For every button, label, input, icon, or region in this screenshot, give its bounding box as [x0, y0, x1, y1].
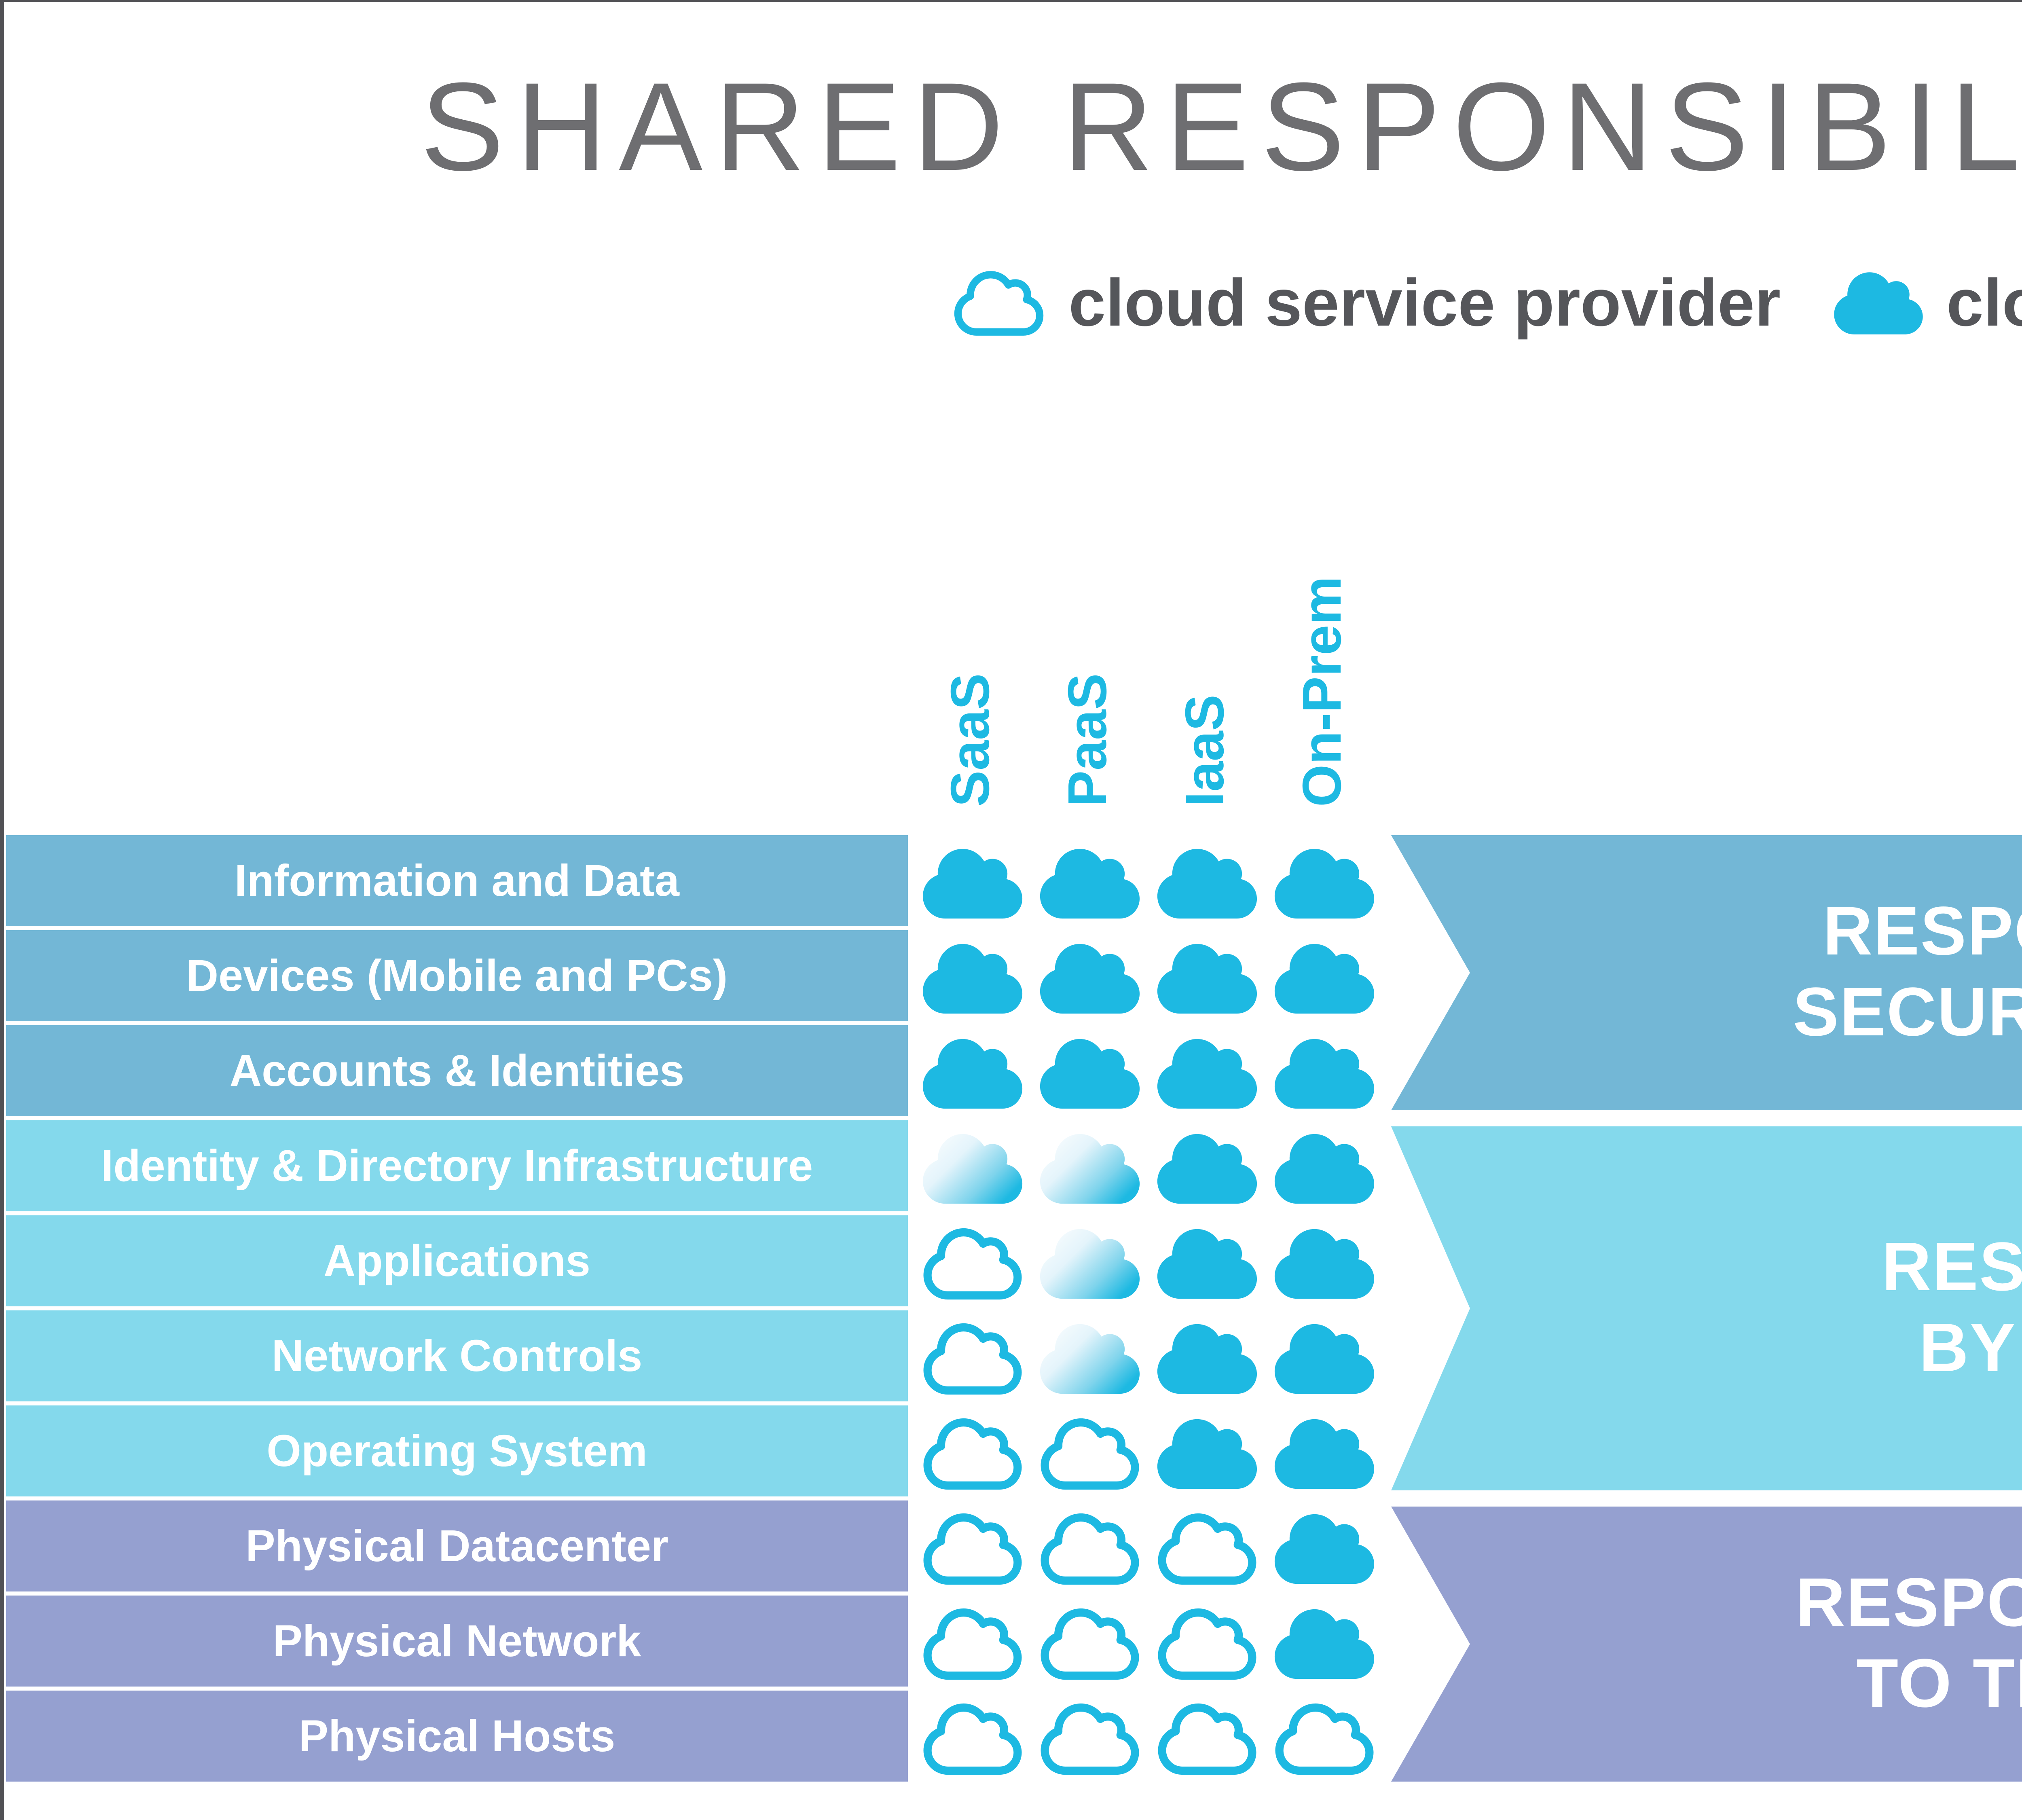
cloud-filled-icon [1148, 1120, 1266, 1215]
cloud-outline-icon [1031, 1500, 1148, 1596]
column-header-paas: PaaS [1058, 673, 1118, 807]
cloud-gradient-icon [914, 1120, 1031, 1215]
row-label-identity-directory: Identity & Directory Infrastructure [6, 1120, 908, 1211]
cloud-filled-icon [1148, 835, 1266, 930]
cloud-outline-icon [914, 1500, 1031, 1596]
band-text: RESPONSIBILITY TRANSFERS [1796, 1565, 2022, 1642]
cloud-filled-icon [1148, 1405, 1266, 1500]
row-label-physical-datacenter: Physical Datacenter [6, 1500, 908, 1591]
band-varies-responsibility: RESPONSIBILITY VARIES BY THE SERVICE TYP… [1391, 1126, 2022, 1490]
band-text: RESPONSIBILITY IS ALWAYS [1823, 894, 2022, 971]
cloud-filled-icon [914, 1025, 1031, 1120]
band-text: RESPONSIBILITY VARIES [1882, 1230, 2022, 1306]
cloud-filled-icon [1031, 835, 1148, 930]
column-header-iaas: IaaS [1175, 694, 1235, 807]
row-label-operating-system: Operating System [6, 1405, 908, 1496]
cloud-filled-icon [1031, 930, 1148, 1025]
cloud-outline-icon [1266, 1691, 1383, 1786]
cloud-grid [914, 835, 1383, 1786]
cloud-filled-icon [1266, 1120, 1383, 1215]
cloud-filled-icon [1266, 1215, 1383, 1310]
band-text: SECURED BY THE CUSTOMER [1793, 975, 2022, 1052]
cloud-filled-icon [1266, 1500, 1383, 1596]
cloud-outline-icon [914, 1310, 1031, 1405]
cloud-filled-icon [1148, 1310, 1266, 1405]
cloud-filled-icon [1266, 1596, 1383, 1691]
cloud-outline-icon [914, 1691, 1031, 1786]
image-top-border [0, 0, 2022, 2]
cloud-outline-icon [1031, 1596, 1148, 1691]
row-label-information-and-data: Information and Data [6, 835, 908, 926]
band-text: BY THE SERVICE TYPE [1919, 1310, 2022, 1387]
cloud-filled-icon [1031, 1025, 1148, 1120]
cloud-filled-icon [1266, 1310, 1383, 1405]
cloud-outline-icon [914, 1405, 1031, 1500]
page-title: SHARED RESPONSIBILITY MODEL [420, 59, 2022, 198]
row-label-applications: Applications [6, 1215, 908, 1306]
cloud-gradient-icon [1031, 1215, 1148, 1310]
cloud-gradient-icon [1031, 1120, 1148, 1215]
row-label-network-controls: Network Controls [6, 1310, 908, 1401]
cloud-outline-icon [914, 1215, 1031, 1310]
image-left-border [0, 0, 4, 1820]
band-customer-responsibility: RESPONSIBILITY IS ALWAYS SECURED BY THE … [1391, 835, 2022, 1110]
cloud-filled-icon [1148, 1025, 1266, 1120]
cloud-outline-icon [914, 1596, 1031, 1691]
column-header-saas: SaaS [940, 673, 1001, 807]
cloud-outline-icon [1148, 1500, 1266, 1596]
band-text: TO THE CLOUD PROVIDER [1856, 1646, 2022, 1723]
row-label-physical-network: Physical Network [6, 1596, 908, 1687]
legend-provider-label: cloud service provider [1068, 265, 1781, 340]
legend: cloud service provider cloud user [0, 251, 2022, 356]
cloud-filled-icon [1148, 930, 1266, 1025]
cloud-outline-icon [1148, 1596, 1266, 1691]
cloud-filled-icon [1266, 1405, 1383, 1500]
column-header-onprem: On-Prem [1292, 576, 1353, 807]
cloud-filled-icon [1266, 835, 1383, 930]
cloud-filled-icon [1266, 930, 1383, 1025]
cloud-outline-icon [1148, 1691, 1266, 1786]
cloud-outline-icon [1031, 1691, 1148, 1786]
row-label-physical-hosts: Physical Hosts [6, 1691, 908, 1782]
cloud-filled-icon [914, 835, 1031, 930]
row-label-accounts-identities: Accounts & Identities [6, 1025, 908, 1116]
legend-user-label: cloud user [1946, 265, 2022, 340]
cloud-filled-icon [1829, 263, 1926, 344]
row-label-devices: Devices (Mobile and PCs) [6, 930, 908, 1021]
cloud-gradient-icon [1031, 1310, 1148, 1405]
band-provider-responsibility: RESPONSIBILITY TRANSFERS TO THE CLOUD PR… [1391, 1507, 2022, 1782]
cloud-outline-icon [1031, 1405, 1148, 1500]
cloud-filled-icon [1266, 1025, 1383, 1120]
cloud-outline-icon [951, 263, 1048, 344]
cloud-filled-icon [1148, 1215, 1266, 1310]
cloud-filled-icon [914, 930, 1031, 1025]
